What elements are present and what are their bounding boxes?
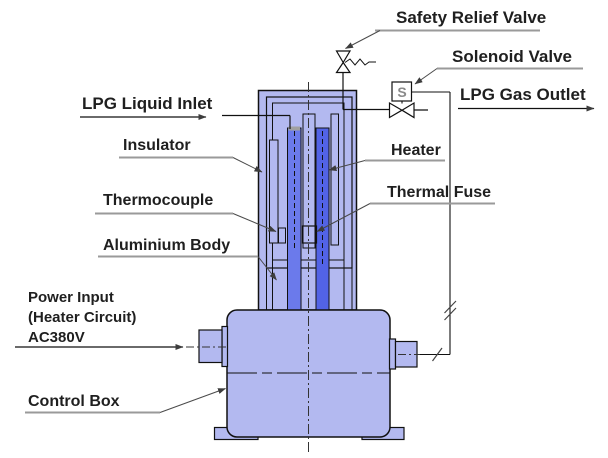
label-safety-relief-valve: Safety Relief Valve bbox=[396, 8, 547, 27]
tube-left bbox=[269, 139, 279, 244]
heater-cap bbox=[288, 126, 300, 131]
sv-triangle-left bbox=[388, 101, 404, 119]
spring-icon bbox=[344, 58, 376, 66]
label-control-box: Control Box bbox=[28, 393, 120, 410]
lower-wall-lines bbox=[266, 260, 353, 310]
connector-centerlines bbox=[186, 346, 420, 355]
srv-triangle-top bbox=[335, 50, 352, 64]
left-connector bbox=[198, 329, 223, 364]
leader-arrows bbox=[15, 30, 595, 413]
power-input-line1: Power Input bbox=[28, 289, 114, 306]
thermocouple-shape bbox=[278, 227, 286, 244]
label-insulator: Insulator bbox=[123, 137, 191, 154]
solenoid-valve-symbol bbox=[388, 81, 415, 119]
label-heater: Heater bbox=[391, 142, 441, 159]
tube-right bbox=[330, 113, 339, 246]
solenoid-s-letter: S bbox=[397, 84, 407, 100]
label-thermal-fuse: Thermal Fuse bbox=[387, 184, 492, 201]
leader-control-box bbox=[159, 388, 226, 413]
sv-triangle-right bbox=[400, 101, 415, 119]
power-input-line3: AC380V bbox=[28, 329, 85, 346]
label-power-input: Power Input (Heater Circuit) AC380V bbox=[28, 288, 136, 348]
solenoid-wire bbox=[401, 91, 451, 356]
gas-and-relief-pipe bbox=[342, 72, 428, 111]
leader-solenoid-valve bbox=[414, 68, 438, 85]
label-lpg-liquid-inlet: LPG Liquid Inlet bbox=[82, 94, 213, 113]
leader-thermocouple bbox=[232, 213, 277, 232]
power-input-line2: (Heater Circuit) bbox=[28, 309, 137, 326]
label-underlines bbox=[25, 29, 583, 414]
leader-thermal-fuse bbox=[316, 203, 371, 232]
piping bbox=[186, 72, 457, 362]
leader-aluminium-body bbox=[257, 256, 277, 281]
leader-insulator bbox=[232, 157, 263, 173]
wire-break-marks bbox=[432, 300, 457, 362]
leader-safety-relief-valve bbox=[345, 30, 381, 49]
safety-relief-valve-symbol bbox=[335, 50, 376, 74]
thermal-fuse-shape bbox=[301, 225, 318, 244]
label-thermocouple: Thermocouple bbox=[103, 192, 214, 209]
inlet-pipe bbox=[222, 114, 291, 129]
right-connector-flange bbox=[388, 338, 397, 370]
label-aluminium-body: Aluminium Body bbox=[103, 237, 231, 254]
label-lpg-gas-outlet: LPG Gas Outlet bbox=[460, 85, 586, 104]
srv-triangle-bottom bbox=[335, 61, 352, 74]
solenoid-coil-box bbox=[391, 81, 413, 102]
label-solenoid-valve: Solenoid Valve bbox=[452, 47, 572, 66]
insulator-rect bbox=[265, 96, 353, 269]
leader-heater bbox=[328, 160, 366, 171]
